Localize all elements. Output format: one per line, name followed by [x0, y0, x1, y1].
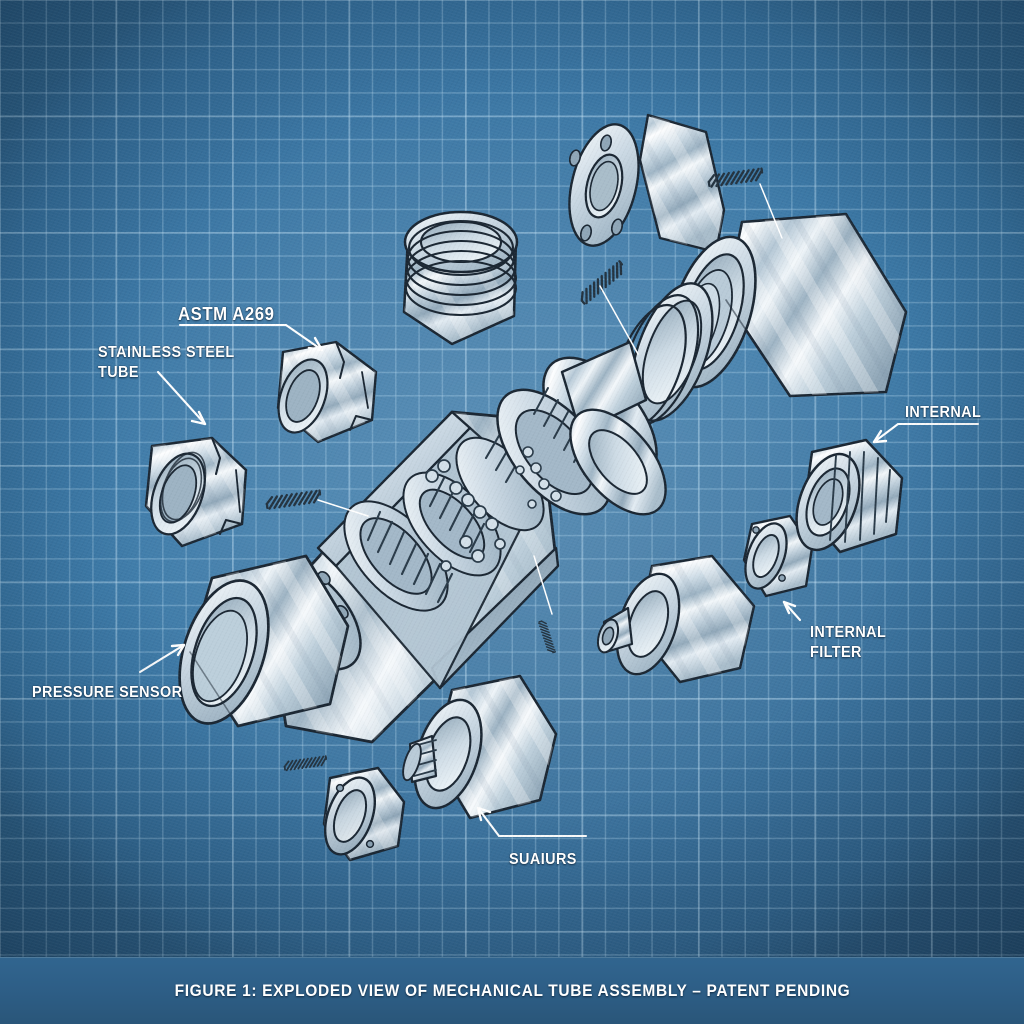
- part-flanged-washer: [742, 514, 814, 598]
- part-threaded-coupling: [402, 210, 519, 346]
- part-split-collar-left: [144, 436, 248, 548]
- figure-caption-bar: FIGURE 1: EXPLODED VIEW OF MECHANICAL TU…: [0, 957, 1024, 1024]
- part-splined-roller: [402, 674, 558, 820]
- part-gear-cluster: [496, 340, 667, 516]
- part-flanged-end-cap: [568, 113, 726, 254]
- part-shaft-bearing: [596, 554, 756, 684]
- label-pressure-sensor: PRESSURE SENSOR: [32, 684, 183, 701]
- label-internal-filter: INTERNAL FILTER: [810, 624, 887, 662]
- part-lock-ring: [322, 766, 406, 862]
- part-internal-filter-cage: [795, 438, 904, 554]
- label-astm: ASTM A269: [178, 304, 275, 324]
- part-pressure-sensor-ring: [178, 554, 350, 728]
- label-garbled-callout: SUAIURS: [509, 851, 577, 868]
- leader-lines: [138, 183, 980, 838]
- label-internal: INTERNAL: [905, 404, 982, 421]
- label-stainless-tube: STAINLESS STEEL TUBE: [98, 344, 235, 382]
- figure-caption-text: FIGURE 1: EXPLODED VIEW OF MECHANICAL TU…: [174, 981, 850, 1000]
- part-split-collar-upper: [276, 340, 378, 444]
